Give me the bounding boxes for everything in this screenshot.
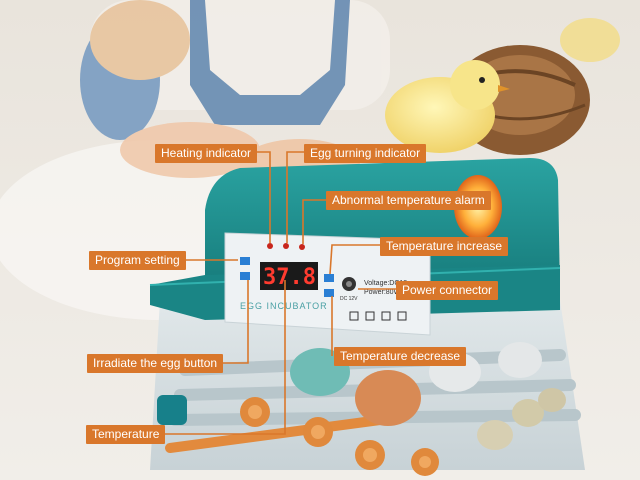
chick <box>385 60 510 153</box>
leader-lines <box>165 151 396 435</box>
brand-label: EGG INCUBATOR <box>240 301 328 311</box>
incubator-tray <box>150 299 585 476</box>
temperature-display <box>260 262 318 290</box>
program-setting-button[interactable] <box>240 257 250 265</box>
power-label: Power:80W <box>364 289 401 296</box>
cert-mark-1 <box>349 311 359 321</box>
cert-mark-3 <box>381 311 391 321</box>
dc-label: DC 12V <box>340 296 358 302</box>
callout-egg-turning-indicator: Egg turning indicator <box>304 144 427 163</box>
alarm-led <box>299 244 305 250</box>
voltage-label: Voltage:DC12 <box>364 280 407 287</box>
callout-program-setting: Program setting <box>89 251 186 270</box>
cert-mark-4 <box>397 311 407 321</box>
temperature-decrease-button[interactable] <box>324 289 334 297</box>
callout-heating-indicator: Heating indicator <box>155 144 258 163</box>
display-value: 37.8 <box>263 265 316 290</box>
callout-power-connector: Power connector <box>396 281 499 300</box>
callout-temperature: Temperature <box>86 425 166 444</box>
turning-led <box>283 243 289 249</box>
callout-temperature-decrease: Temperature decrease <box>334 347 467 366</box>
callout-abnormal-temperature-alarm: Abnormal temperature alarm <box>326 191 491 210</box>
temperature-increase-button[interactable] <box>324 274 334 282</box>
irradiate-egg-button[interactable] <box>240 272 250 280</box>
control-panel: 37.8 EGG INCUBATOR Voltage:DC12 Power:80… <box>224 232 431 336</box>
heating-led <box>267 243 273 249</box>
chick-background <box>560 18 620 62</box>
callout-temperature-increase: Temperature increase <box>380 237 509 256</box>
cert-mark-2 <box>365 311 375 321</box>
callout-irradiate-egg-button: Irradiate the egg button <box>87 354 224 373</box>
